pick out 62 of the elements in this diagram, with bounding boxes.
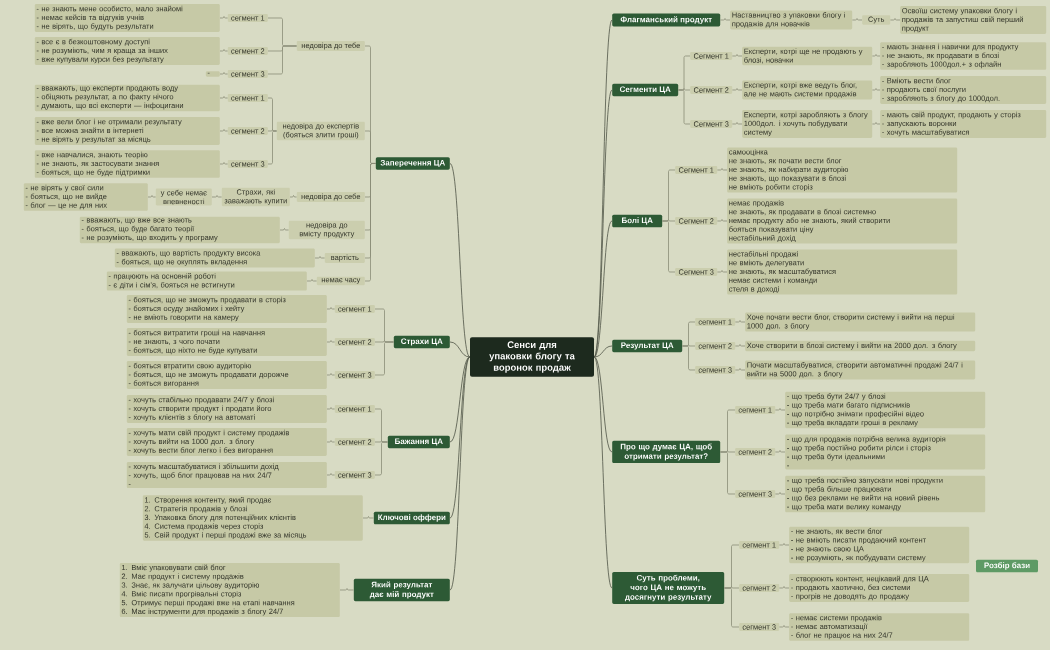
connector-line [662,220,676,273]
connector-line [872,88,881,91]
connector-line [219,16,228,19]
connector-line [267,130,277,165]
connector-line [720,451,736,495]
connector-line [147,195,156,198]
connector-line [890,18,901,21]
connector-line [735,344,746,347]
connector-line [326,473,335,476]
connector-line [219,72,228,75]
curved-connector [593,356,613,453]
connector-line [219,162,228,165]
curved-connector [449,341,471,358]
curved-connector [449,356,471,443]
connector-line [364,163,376,282]
central-topic-box: Сенси для упаковки блогу та воронок продаж [470,337,594,377]
connector-line [219,49,228,52]
connector-line [682,345,696,371]
curved-connector [449,356,471,591]
connector-line [872,122,881,125]
curved-connector [593,356,613,589]
connector-line [732,122,743,125]
connector-line [717,168,728,171]
curved-connector [449,356,471,519]
connector-line [326,440,335,443]
connector-line [267,45,297,75]
curved-connector [593,345,613,358]
connector-line [326,307,335,310]
connector-line [219,96,228,99]
connector-line [339,588,354,591]
connector-line [326,340,335,343]
connector-line [732,88,743,91]
connector-line [267,129,277,132]
connector-line [779,625,790,628]
connector-line [779,586,790,589]
connector-line [717,219,728,222]
connector-line [775,450,786,453]
curved-connector [449,163,471,358]
connector-line [775,408,786,411]
connector-line [852,18,863,21]
connector-line [678,89,691,125]
connector-line [374,441,388,476]
connector-line [306,279,317,282]
connector-line [279,228,289,231]
curved-connector [593,220,613,358]
connector-line [362,516,374,519]
connector-line [289,195,297,198]
connector-line [735,368,746,371]
connector-line [872,54,881,57]
connector-line [314,256,325,259]
connector-line [720,18,731,21]
connector-line [326,373,335,376]
connector-line [326,407,335,410]
connector-line [374,341,394,376]
connector-line [775,492,786,495]
connector-line [717,270,728,273]
connector-line [732,54,743,57]
connector-line [735,320,746,323]
connector-line [219,129,228,132]
connector-line [211,195,222,198]
connector-line [724,587,740,628]
connector-line [779,543,790,546]
